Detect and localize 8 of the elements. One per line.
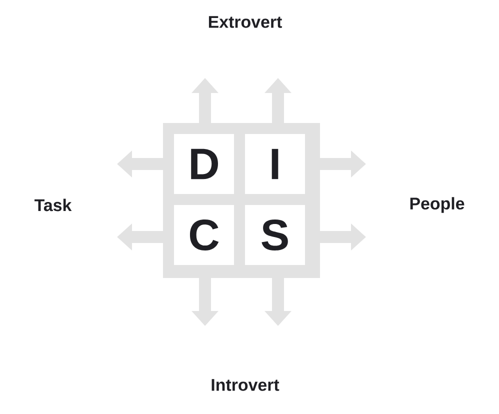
letter-cell: I [245,134,305,194]
axis-label: Extrovert [208,16,282,28]
axis-label: Introvert [212,379,280,391]
letter-cell: D [174,134,234,194]
axis-label: People [410,197,464,213]
letter-cell: C [174,205,234,265]
axis-label: Task [34,198,72,212]
letter-cell: S [245,205,305,265]
